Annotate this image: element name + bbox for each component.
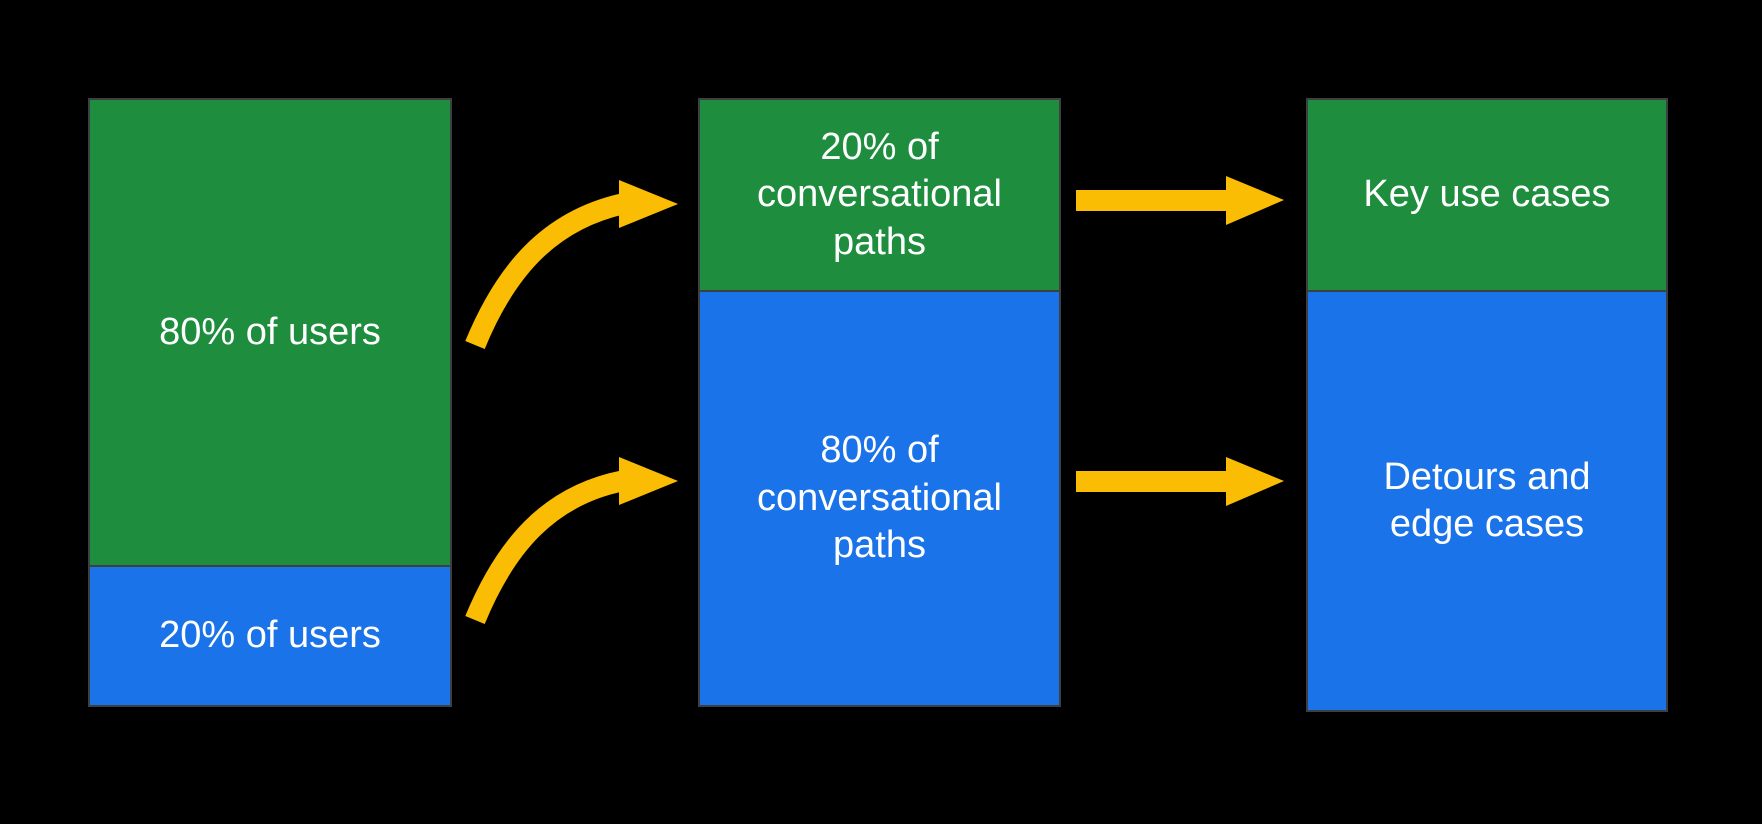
users-majority-label: 80% of users [159,310,381,353]
outcomes-column: Key use cases Detours and edge cases [1306,98,1668,712]
users-majority-segment: 80% of users [90,100,450,565]
key-use-cases-segment: Key use cases [1308,100,1666,290]
curved-arrow-bottom-icon [465,457,678,624]
users-minority-label: 20% of users [159,614,381,657]
paths-majority-label: 80% of conversational paths [756,429,1003,567]
detours-edge-cases-label: Detours and edge cases [1383,455,1591,546]
curved-arrow-top-icon [465,180,678,349]
paths-minority-segment: 20% of conversational paths [700,100,1059,290]
straight-arrow-top-icon [1076,176,1284,225]
straight-arrow-bottom-icon [1076,457,1284,506]
paths-majority-segment: 80% of conversational paths [700,290,1059,705]
users-minority-segment: 20% of users [90,565,450,705]
key-use-cases-label: Key use cases [1363,173,1611,216]
conversational-paths-column: 20% of conversational paths 80% of conve… [698,98,1061,707]
detours-edge-cases-segment: Detours and edge cases [1308,290,1666,710]
users-column: 80% of users 20% of users [88,98,452,707]
paths-minority-label: 20% of conversational paths [756,125,1003,263]
